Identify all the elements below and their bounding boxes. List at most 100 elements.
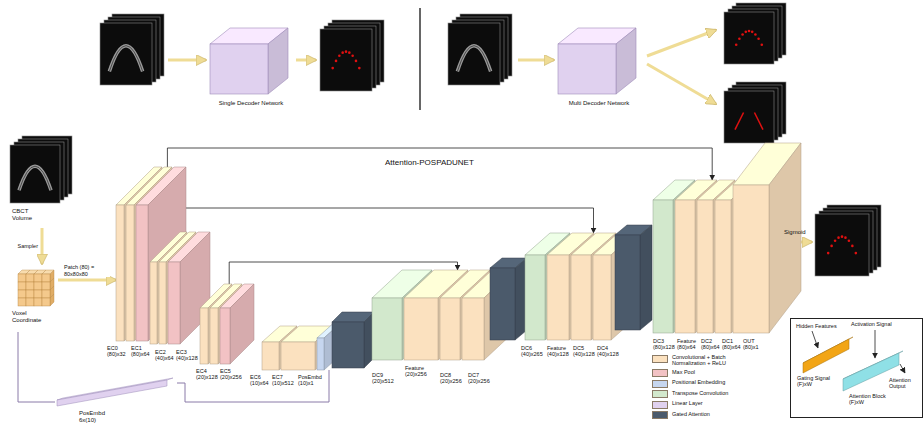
slice-frame: [724, 12, 774, 64]
legend-swatch: [652, 380, 668, 388]
scan-slice: [724, 91, 774, 143]
scan-slice: [320, 29, 372, 91]
voxel: [42, 282, 50, 290]
landmark-dot: [837, 236, 840, 239]
layer-label: DC9 (20)x512: [372, 372, 394, 385]
layer-label: EC5 (20)x256: [220, 368, 242, 381]
voxel: [26, 282, 34, 290]
landmark-dot: [830, 245, 833, 248]
block-front: [136, 205, 148, 341]
max-pool-block: [220, 284, 254, 364]
layer-label: EC3 (40)x128: [176, 349, 198, 362]
layer-label: DC1 (80)x64: [722, 338, 741, 351]
jaw-bone: [19, 166, 51, 190]
legend-text: Convolutional + Batch Normalization + Re…: [672, 354, 736, 367]
layer-label: PosEmbd (10)x1: [298, 374, 322, 387]
legend-swatch: [652, 369, 668, 377]
voxel: [34, 298, 42, 306]
jaw-bone: [109, 46, 142, 72]
cube-side: [616, 28, 636, 94]
voxel: [42, 290, 50, 298]
layer-label: EC0 (80)x32: [107, 345, 126, 358]
legend-entry: Transpose Convolution: [652, 390, 736, 399]
slice-frame: [815, 214, 869, 276]
landmark-dot: [841, 235, 844, 238]
layer-label: DC7 (20)x256: [468, 372, 490, 385]
voxel: [42, 298, 50, 306]
landmark-dot: [355, 60, 358, 63]
bar-front: [57, 380, 167, 406]
bar-front: [843, 353, 899, 391]
landmark-dot: [341, 51, 344, 54]
gated-attention-block: [490, 258, 527, 340]
scan-slice: [815, 214, 869, 276]
block-front: [168, 262, 180, 344]
node-label: Voxel Coordinate: [12, 310, 41, 324]
jaw-canal: [109, 46, 142, 72]
flow-arrow: [518, 59, 554, 62]
layer-label: EC4 (20)x128: [196, 368, 218, 381]
layer-label: DC3 (80)x128: [653, 338, 675, 351]
bar-front: [803, 339, 849, 373]
node-graphic: [839, 349, 903, 409]
landmark-dot: [844, 236, 847, 239]
block-front: [593, 255, 611, 340]
landmark-dot: [751, 31, 754, 34]
node-label: Attention Output: [889, 377, 919, 390]
block-front: [547, 255, 569, 340]
voxel: [26, 298, 34, 306]
voxel: [18, 290, 26, 298]
block-front: [200, 308, 208, 364]
block-front: [571, 255, 591, 340]
landmark-dot: [738, 37, 741, 40]
landmark-dot: [851, 245, 854, 248]
block-side: [230, 284, 254, 364]
voxel-patch: Voxel Coordinate: [12, 264, 58, 332]
node-graphic: [208, 26, 294, 112]
layer-label: DC4 (40)x128: [597, 345, 619, 358]
legend-entry: Linear Layer: [652, 400, 736, 409]
layer-label: Feature (40)x128: [547, 345, 569, 358]
linear-layer: PosEmbd 6x(10): [55, 378, 177, 426]
multi-decoder-flow: [448, 3, 786, 143]
block-front: [210, 308, 218, 364]
layer-label: Feature (80)x64: [677, 338, 696, 351]
landmark-dot: [855, 252, 858, 255]
flow-arrow: [296, 59, 316, 62]
landmark-dot: [338, 54, 341, 57]
slice-frame: [100, 23, 152, 85]
edge-label: Patch (80) = 80x80x80: [64, 264, 110, 277]
block-front: [490, 268, 515, 340]
node-label: CBCT Volume: [12, 208, 32, 222]
canal-line: [735, 112, 744, 129]
signal-arrow: [812, 331, 818, 348]
legend: Convolutional + Batch Normalization + Re…: [652, 354, 736, 421]
legend-entry: Positional Embedding: [652, 379, 736, 388]
scan-slice: [100, 23, 152, 85]
landmark-dot: [331, 67, 334, 70]
block-front: [404, 298, 438, 360]
layer-label: DC6 (40)x265: [521, 345, 543, 358]
block-front: [525, 255, 545, 340]
block-front: [317, 338, 324, 370]
block-side: [640, 225, 652, 330]
connector: [167, 148, 712, 180]
node-label: Gating Signal (F)xW: [797, 375, 837, 388]
legend-text: Transpose Convolution: [672, 390, 736, 396]
node-label: Multi Decoder Network: [556, 100, 642, 107]
connector: [58, 279, 116, 282]
legend-entry: Convolutional + Batch Normalization + Re…: [652, 354, 736, 367]
cube-front: [210, 44, 268, 94]
legend-swatch: [652, 390, 668, 398]
edge-label: Sampler: [18, 243, 38, 249]
connector: [181, 208, 593, 233]
block-side: [673, 180, 695, 333]
slice-frame: [320, 29, 372, 91]
block-front: [462, 298, 484, 360]
layer-label: DC8 (20)x256: [440, 372, 462, 385]
voxel: [42, 274, 50, 282]
block-front: [332, 322, 364, 368]
landmark-dot: [748, 30, 751, 33]
